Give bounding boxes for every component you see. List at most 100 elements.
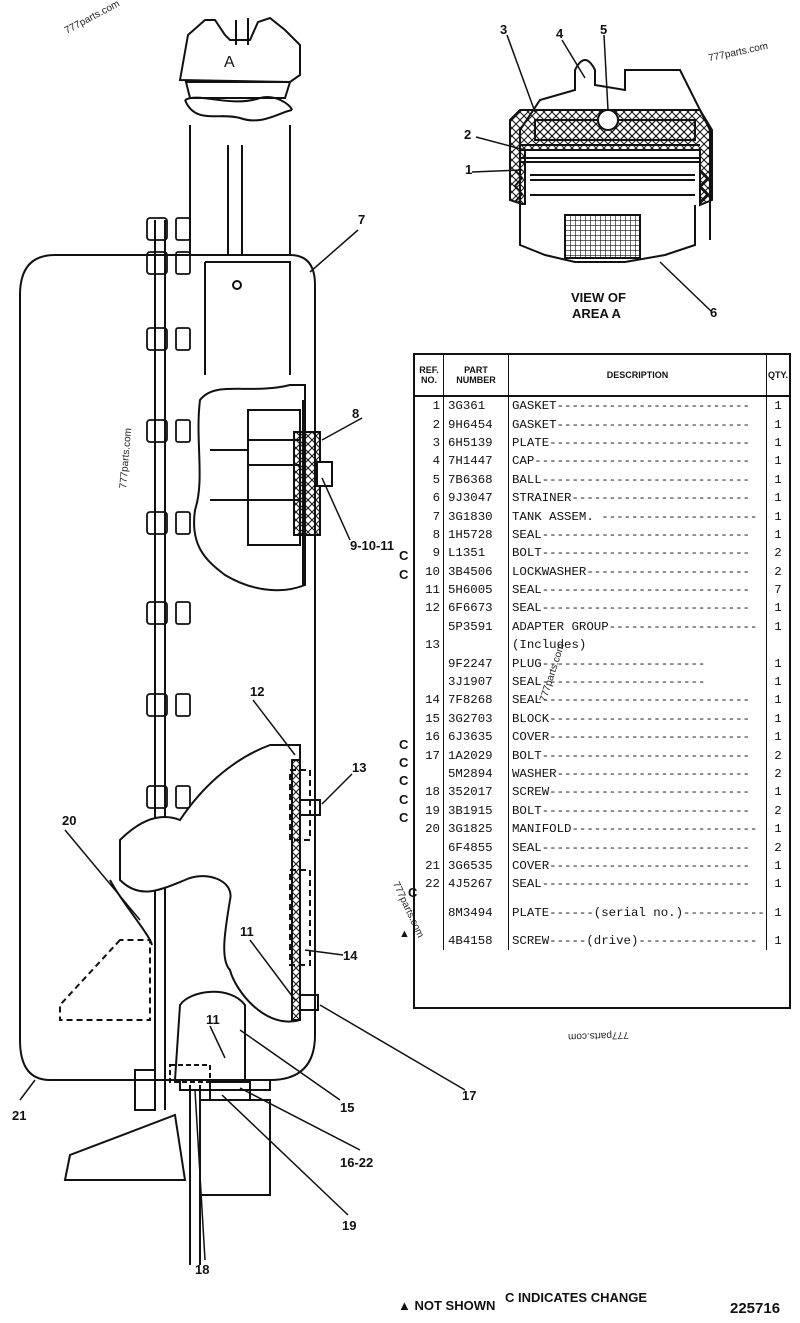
cell-part: 6F6673 — [443, 599, 509, 618]
callout-18: 18 — [195, 1262, 210, 1277]
callout-1: 1 — [465, 162, 473, 177]
cell-ref: 14 — [415, 691, 444, 710]
cell-desc: GASKET-------------------------- — [508, 415, 767, 434]
drawing-number: 225716 — [730, 1300, 781, 1317]
cell-qty: 2 — [774, 546, 782, 561]
cell-qty: 1 — [774, 399, 782, 414]
cell-desc: ADAPTER GROUP-------------------- — [508, 617, 767, 637]
cell-ref — [415, 654, 444, 673]
cell-desc: SEAL---------------------------- — [508, 875, 767, 894]
cell-desc: BLOCK--------------------------- — [508, 709, 767, 729]
cell-desc: PLUG---------------------- — [508, 654, 767, 673]
not-shown-note: ▲ NOT SHOWN — [398, 1298, 496, 1313]
table-row: 13(Includes) — [415, 636, 790, 655]
cell-qty: 1 — [774, 435, 782, 450]
cell-ref: 20 — [415, 819, 444, 839]
cell-desc: STRAINER------------------------ — [508, 488, 767, 508]
callout-4: 4 — [556, 26, 564, 41]
cell-ref: 11 — [415, 580, 444, 600]
cell-part — [443, 636, 509, 655]
callout-6: 6 — [710, 305, 718, 320]
cell-part: 5M2894 — [443, 764, 509, 784]
callout-11b: 11 — [206, 1012, 220, 1027]
cell-qty: 2 — [774, 840, 782, 855]
cell-desc: BOLT---------------------------- — [508, 544, 767, 563]
cell-desc: CAP----------------------------- — [508, 452, 767, 471]
cell-ref: 16 — [415, 728, 444, 747]
cell-desc: SEAL---------------------------- — [508, 525, 767, 545]
cell-part: 6J3635 — [443, 728, 509, 747]
cell-desc: BOLT---------------------------- — [508, 746, 767, 765]
cell-part: 3B1915 — [443, 801, 509, 820]
cell-desc: SCREW--------------------------- — [508, 783, 767, 802]
cell-qty: 2 — [774, 564, 782, 579]
cell-part: 6F4855 — [443, 838, 509, 857]
callout-5: 5 — [600, 22, 608, 37]
change-marker-10: C — [399, 567, 409, 582]
cell-desc: SEAL---------------------- — [508, 672, 767, 692]
cell-qty: 1 — [774, 454, 782, 469]
cell-desc: SEAL---------------------------- — [508, 599, 767, 618]
cell-ref: 3 — [415, 433, 444, 453]
cell-qty: 1 — [774, 877, 782, 892]
callout-14: 14 — [343, 948, 358, 963]
cell-part: 3B4506 — [443, 562, 509, 581]
callout-20: 20 — [62, 813, 77, 828]
callout-9-10-11: 9-10-11 — [350, 538, 395, 553]
cell-ref: 13 — [415, 636, 444, 655]
not-shown-marker: ▲ — [399, 928, 410, 940]
callout-15: 15 — [340, 1100, 355, 1115]
cell-ref: 17 — [415, 746, 444, 765]
cell-part: 3G1830 — [443, 507, 509, 526]
cell-part: 9F2247 — [443, 654, 509, 673]
table-header-row: REF. NO. PART NUMBER DESCRIPTION QTY. — [415, 355, 789, 397]
cell-ref: 6 — [415, 488, 444, 508]
cell-ref: 12 — [415, 599, 444, 618]
cell-qty: 2 — [774, 803, 782, 818]
cell-qty: 1 — [774, 656, 782, 671]
cell-part: 8M3494 — [443, 893, 509, 932]
cell-qty: 1 — [774, 601, 782, 616]
cell-qty: 1 — [774, 509, 782, 524]
cell-part: 7B6368 — [443, 470, 509, 489]
cell-qty: 1 — [774, 858, 782, 873]
cell-qty: 1 — [774, 472, 782, 487]
cell-desc: BALL---------------------------- — [508, 470, 767, 489]
cell-part: 7F8268 — [443, 691, 509, 710]
cell-qty: 1 — [774, 822, 782, 837]
view-title-line2: AREA A — [572, 306, 621, 321]
cell-ref — [415, 764, 444, 784]
header-ref-no: REF. NO. — [415, 355, 444, 397]
cell-ref — [415, 931, 444, 950]
cell-desc: WASHER-------------------------- — [508, 764, 767, 784]
cell-qty: 1 — [774, 730, 782, 745]
cell-ref: 1 — [415, 396, 444, 416]
cell-part: 4J5267 — [443, 875, 509, 894]
cell-ref: 4 — [415, 452, 444, 471]
callout-12: 12 — [250, 684, 265, 699]
change-marker-17a: C — [399, 755, 409, 770]
change-marker-19: C — [399, 810, 409, 825]
callout-13: 13 — [352, 760, 367, 775]
header-qty: QTY. — [766, 355, 789, 397]
cell-qty — [767, 636, 790, 654]
cell-qty: 1 — [774, 619, 782, 634]
cell-ref — [415, 672, 444, 692]
